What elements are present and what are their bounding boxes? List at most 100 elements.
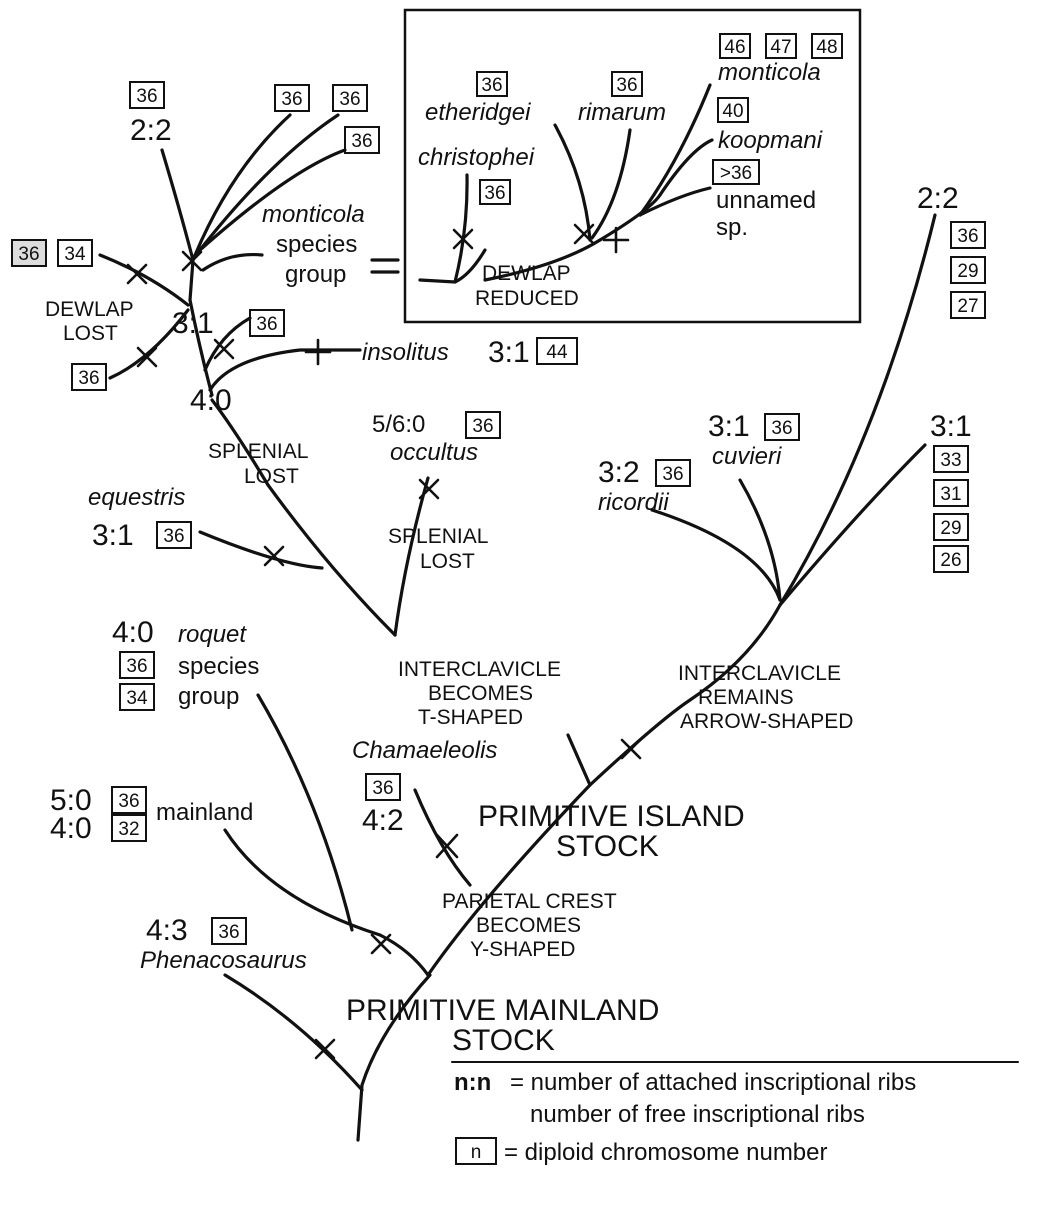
mainland-label: 5:0 36 4:0 32 mainland [50,784,253,845]
branch-arrow-clade [588,698,692,787]
chrom-box [57,239,93,267]
parietal-line2: BECOMES [476,914,581,937]
chrom-box [274,84,310,112]
x-mark [314,1038,336,1060]
chrom-roquet-34: 34 [126,688,148,709]
branch-rimarum [590,128,632,240]
chrom-insolitus: 44 [546,342,568,363]
chrom-2-2-clade: 36 [136,86,157,107]
legend: n:n = number of attached inscriptional r… [451,1061,1019,1166]
chrom-rimarum: 36 [616,75,637,96]
chrom-box [717,97,749,123]
ratio-mainland-4-0: 4:0 [50,812,92,845]
chrom-box [249,309,285,337]
ratio-right-top: 2:2 [917,182,959,215]
monticola-group-line3: group [285,261,346,288]
chrom-right-top-36: 36 [957,226,978,247]
chamaeleolis-label: Chamaeleolis 36 4:2 [352,737,497,837]
branch-right-top [778,213,937,607]
x-mark [370,933,392,955]
interclavicle-t-line3: T-SHAPED [418,706,523,729]
chrom-box [933,545,969,573]
ratio-occultus: 5/6:0 [372,411,425,438]
legend-box-key-frame [455,1137,497,1165]
chrom-box [933,479,969,507]
ricordii-label: 3:2 36 ricordii [598,456,691,516]
legend-box-text: = diploid chromosome number [504,1139,828,1166]
chrom-box [719,33,751,59]
branch-chamaeleolis [413,788,472,887]
interclavicle-t-line2: BECOMES [428,682,533,705]
species-roquet: roquet [178,621,247,648]
splenial-lost-a-line1: SPLENIAL [208,440,308,463]
chrom-box [465,411,501,439]
x-mark [418,478,440,500]
insolitus-label: insolitus 3:1 44 [362,336,578,369]
branch-to-island [426,783,592,977]
chrom-right-mid-29: 29 [940,518,961,539]
x-mark [181,250,203,272]
species-chamaeleolis: Chamaeleolis [352,737,497,764]
plus-mark [304,338,332,366]
chrom-monticola-48: 48 [816,37,837,58]
chrom-unnamed: >36 [720,163,752,184]
branch-equestris [198,530,324,570]
splenial-lost-a-line2: LOST [244,465,299,488]
branch-to-species-group [201,252,264,272]
species-unnamed: unnamed [716,187,816,214]
chrom-box [933,513,969,541]
monticola-group-name: monticola [262,201,365,228]
chrom-box [476,71,508,97]
ratio-phenacosaurus: 4:3 [146,914,188,947]
branch-t-clade [266,483,397,637]
tree-branches [98,83,937,1142]
x-mark [126,263,148,285]
roquet-label: 4:0 roquet 36 species 34 group [112,616,259,711]
dewlap-lost-line2: LOST [63,322,118,345]
chrom-occultus: 36 [472,416,493,437]
legend-ratio-text-2: number of free inscriptional ribs [530,1101,865,1128]
branch-root [356,973,432,1142]
species-equestris: equestris [88,484,185,511]
ratio-roquet: 4:0 [112,616,154,649]
chrom-mainland-32: 32 [118,819,139,840]
species-mainland: mainland [156,799,253,826]
chrom-etheridgei: 36 [481,75,502,96]
branch-etheridgei [553,123,592,242]
primitive-mainland-line1: PRIMITIVE MAINLAND [346,994,659,1027]
chrom-chamaeleolis: 36 [372,778,393,799]
chrom-right-top-27: 27 [957,296,978,317]
chrom-dewlap-lost-a: 36 [18,244,39,265]
species-occultus: occultus [390,439,478,466]
branch-group-stem [188,258,195,302]
legend-box-key: n [471,1142,482,1163]
monticola-inset-frame [403,8,862,324]
branch-inset-main [483,238,602,282]
dewlap-reduced-line2: REDUCED [475,287,579,310]
chrom-right-mid-26: 26 [940,550,961,571]
occultus-label: 5/6:0 36 occultus [372,411,501,466]
ratio-ricordii: 3:2 [598,456,640,489]
branch-36-mid [203,316,252,372]
chrom-box [712,159,760,185]
branch-arrow-upper [688,603,782,702]
ratio-cuvieri: 3:1 [708,410,750,443]
branch-36-c [194,113,340,257]
species-unnamed-sp: sp. [716,214,748,241]
ratio-2-2: 2:2 [130,114,172,147]
species-rimarum: rimarum [578,99,666,126]
chrom-branch-c: 36 [339,89,360,110]
phenacosaurus-label: 4:3 36 Phenacosaurus [140,914,307,974]
primitive-island-line2: STOCK [556,830,659,863]
ratio-insolitus: 3:1 [488,336,530,369]
monticola-group-labels: 36 2:2 36 36 36 monticola species group … [11,81,380,417]
chrom-monticola-46: 46 [724,37,745,58]
chrom-branch-b: 36 [281,89,302,110]
species-monticola: monticola [718,59,821,86]
cuvieri-label: 3:1 36 cuvieri [708,410,800,470]
x-mark [452,228,474,250]
primitive-mainland-line2: STOCK [452,1024,555,1057]
legend-ratio-text-1: = number of attached inscriptional ribs [510,1069,916,1096]
chrom-roquet-36: 36 [126,656,147,677]
